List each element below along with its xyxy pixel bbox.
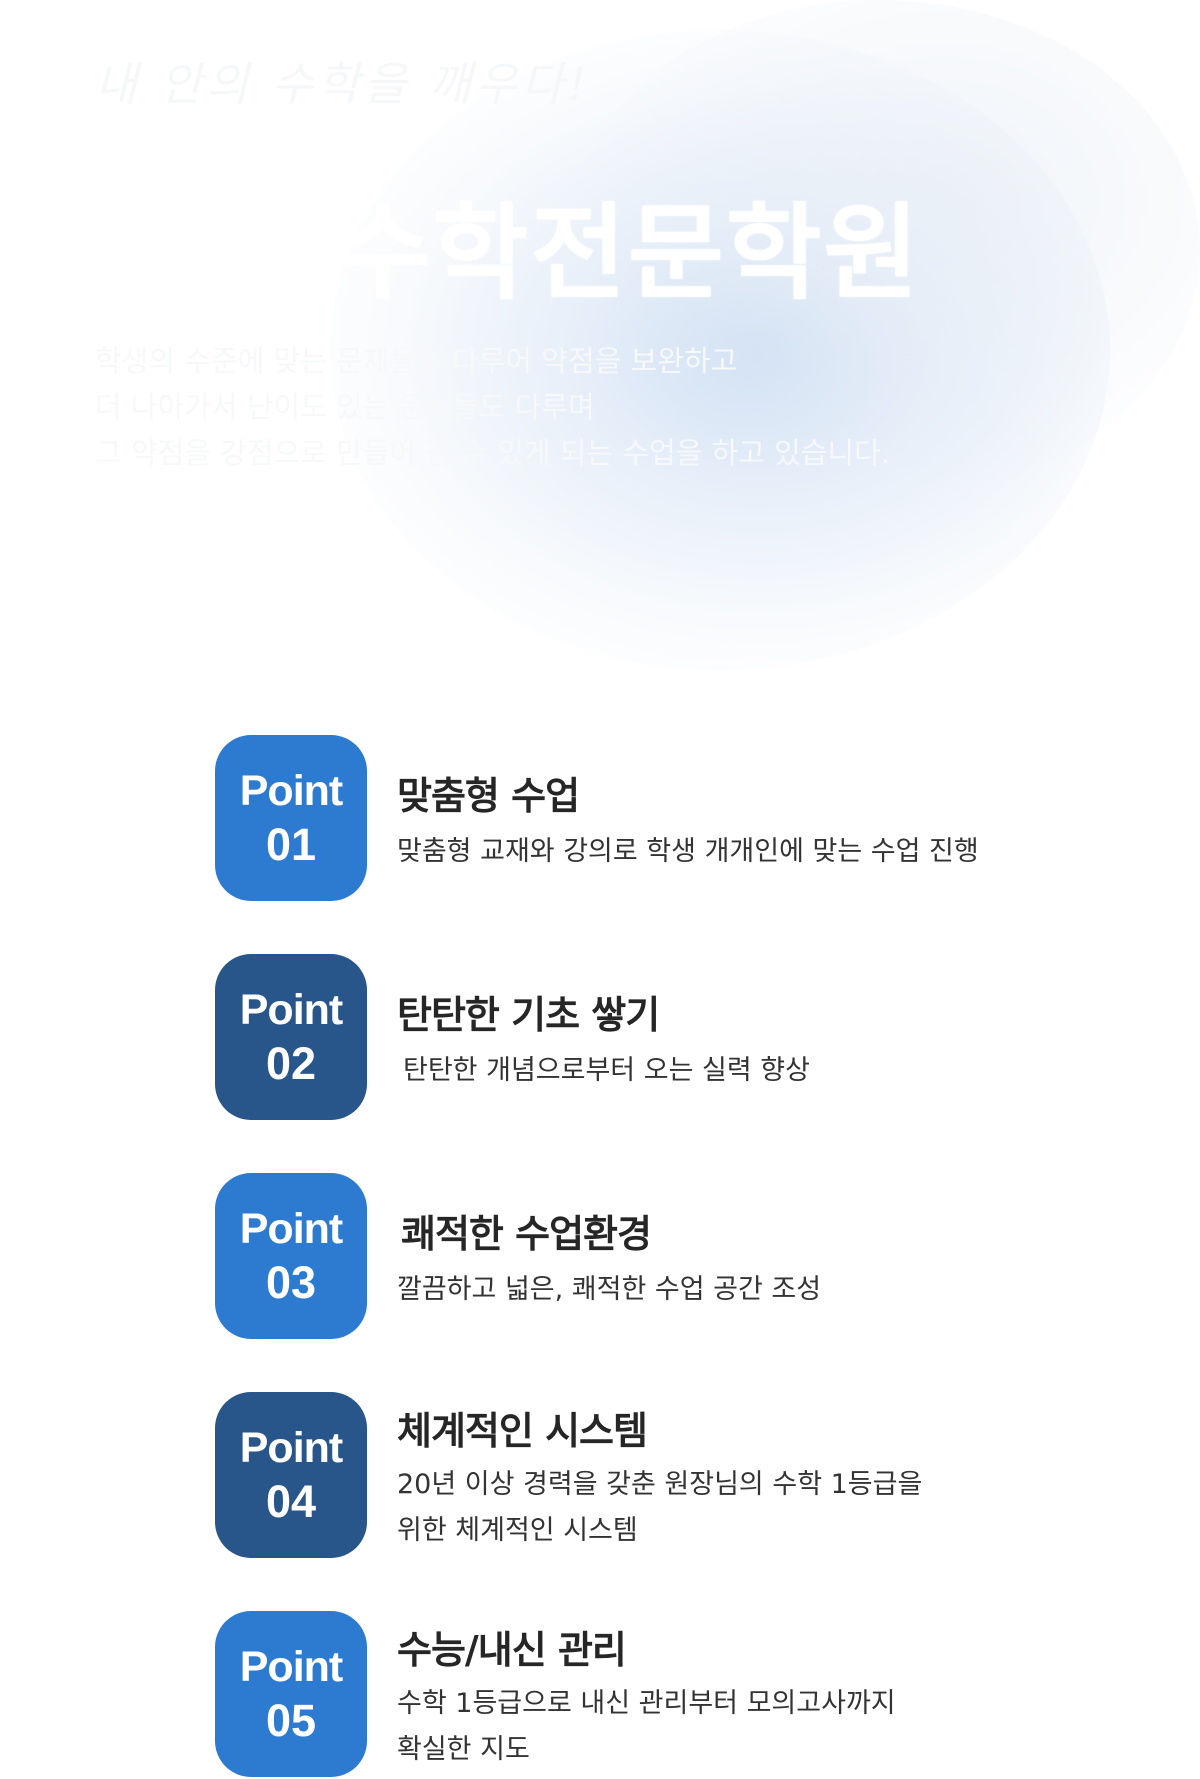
point-description: 깔끔하고 넓은, 쾌적한 수업 공간 조성 [397,1267,821,1313]
point-badge-word: Point [239,1424,343,1472]
point-description-line: 확실한 지도 [397,1734,530,1765]
point-item-04: Point 04 체계적인 시스템 20년 이상 경력을 갖춘 원장님의 수학 … [215,1392,1035,1560]
point-title: 체계적인 시스템 [397,1409,648,1453]
hero-description-line: 그 약점을 강점으로 만들어 갈 수 있게 되는 수업을 하고 있습니다. [95,436,891,470]
point-item-03: Point 03 쾌적한 수업환경 깔끔하고 넓은, 쾌적한 수업 공간 조성 [215,1173,1035,1341]
point-badge: Point 05 [215,1611,367,1777]
point-badge: Point 01 [215,735,367,901]
point-item-05: Point 05 수능/내신 관리 수학 1등급으로 내신 관리부터 모의고사까… [215,1611,1035,1779]
point-badge: Point 04 [215,1392,367,1558]
point-title: 쾌적한 수업환경 [401,1212,652,1256]
point-description: 20년 이상 경력을 갖춘 원장님의 수학 1등급을 위한 체계적인 시스템 [397,1462,922,1554]
point-item-01: Point 01 맞춤형 수업 맞춤형 교재와 강의로 학생 개개인에 맞는 수… [215,735,1035,903]
point-description-line: 깔끔하고 넓은, 쾌적한 수업 공간 조성 [397,1274,822,1305]
hero-description-line: 학생의 수준에 맞는 문제들을 다루어 약점을 보완하고 [95,344,738,378]
point-item-02: Point 02 탄탄한 기초 쌓기 탄탄한 개념으로부터 오는 실력 향상 [215,954,1035,1122]
point-badge-number: 03 [265,1257,317,1308]
point-badge-number: 05 [265,1695,317,1746]
point-badge-number: 01 [265,819,317,870]
hero-background-glow-secondary [560,0,1200,500]
point-description-line: 20년 이상 경력을 갖춘 원장님의 수학 1등급을 [397,1469,923,1500]
point-title: 탄탄한 기초 쌓기 [397,993,660,1037]
hero-description-line: 더 나아가서 난이도 있는 문제들도 다루며 [95,390,595,424]
hero-description: 학생의 수준에 맞는 문제들을 다루어 약점을 보완하고 더 나아가서 난이도 … [95,338,890,476]
point-description: 수학 1등급으로 내신 관리부터 모의고사까지 확실한 지도 [397,1681,896,1773]
point-badge-number: 02 [265,1038,317,1089]
hero-title: 수학전문학원 [335,192,922,314]
point-badge-word: Point [239,1205,343,1253]
point-description: 맞춤형 교재와 강의로 학생 개개인에 맞는 수업 진행 [397,829,979,875]
point-badge: Point 03 [215,1173,367,1339]
point-description: 탄탄한 개념으로부터 오는 실력 향상 [403,1048,810,1094]
point-title: 맞춤형 수업 [397,774,580,818]
point-badge-word: Point [239,1643,343,1691]
hero-tagline: 내 안의 수학을 깨우다! [95,57,591,111]
point-badge-word: Point [239,986,343,1034]
point-description-line: 수학 1등급으로 내신 관리부터 모의고사까지 [397,1688,896,1719]
point-badge-number: 04 [265,1476,317,1527]
point-description-line: 탄탄한 개념으로부터 오는 실력 향상 [403,1055,810,1086]
hero-section: 내 안의 수학을 깨우다! 수학전문학원 학생의 수준에 맞는 문제들을 다루어… [0,0,1200,720]
point-badge-word: Point [239,767,343,815]
point-badge: Point 02 [215,954,367,1120]
point-description-line: 맞춤형 교재와 강의로 학생 개개인에 맞는 수업 진행 [397,836,979,867]
point-title: 수능/내신 관리 [397,1628,627,1672]
point-description-line: 위한 체계적인 시스템 [397,1515,638,1546]
